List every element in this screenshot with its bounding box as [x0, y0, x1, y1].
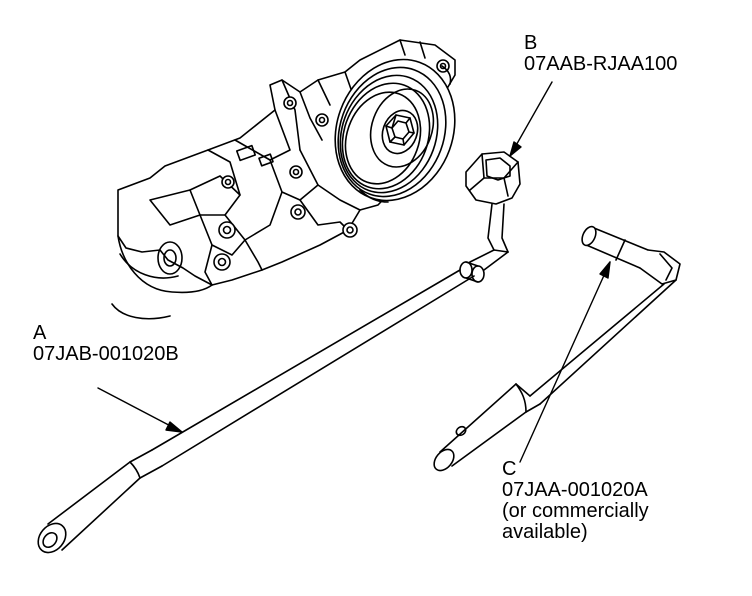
arrowhead-a	[165, 421, 183, 433]
callout-c-part-number: 07JAA-001020A	[502, 479, 648, 501]
tool-a-handle	[37, 249, 509, 554]
callout-b-letter: B	[524, 32, 538, 54]
tool-a-pin	[459, 261, 485, 283]
callout-c-note-line2: available)	[502, 521, 588, 543]
callout-a-part-number: 07JAB-001020B	[33, 343, 179, 365]
arrowhead-b	[509, 141, 522, 157]
arrowhead-c	[599, 261, 611, 279]
block-bolt	[218, 221, 236, 239]
block-bolt	[342, 222, 358, 238]
leader-c	[519, 261, 611, 463]
callout-a-letter: A	[33, 322, 47, 344]
crankshaft-pulley	[334, 58, 456, 203]
crankshaft-bolt	[385, 114, 415, 146]
tool-c-handle	[433, 225, 681, 472]
block-bolt	[221, 175, 235, 189]
block-bolt	[283, 96, 297, 110]
block-bolt	[213, 253, 231, 271]
block-bolt	[290, 204, 306, 220]
block-bolt	[289, 165, 303, 179]
callout-b: B 07AAB-RJAA100	[524, 33, 677, 75]
leader-lines	[97, 81, 611, 463]
callout-c-letter: C	[502, 458, 517, 480]
block-bolt	[315, 113, 329, 127]
callout-b-part-number: 07AAB-RJAA100	[524, 53, 678, 75]
tool-b-holder-attachment	[465, 151, 521, 253]
callout-c: C 07JAA-001020A (or commercially availab…	[502, 459, 649, 543]
callout-c-note-line1: (or commercially	[502, 500, 649, 522]
callout-a: A 07JAB-001020B	[33, 323, 179, 365]
